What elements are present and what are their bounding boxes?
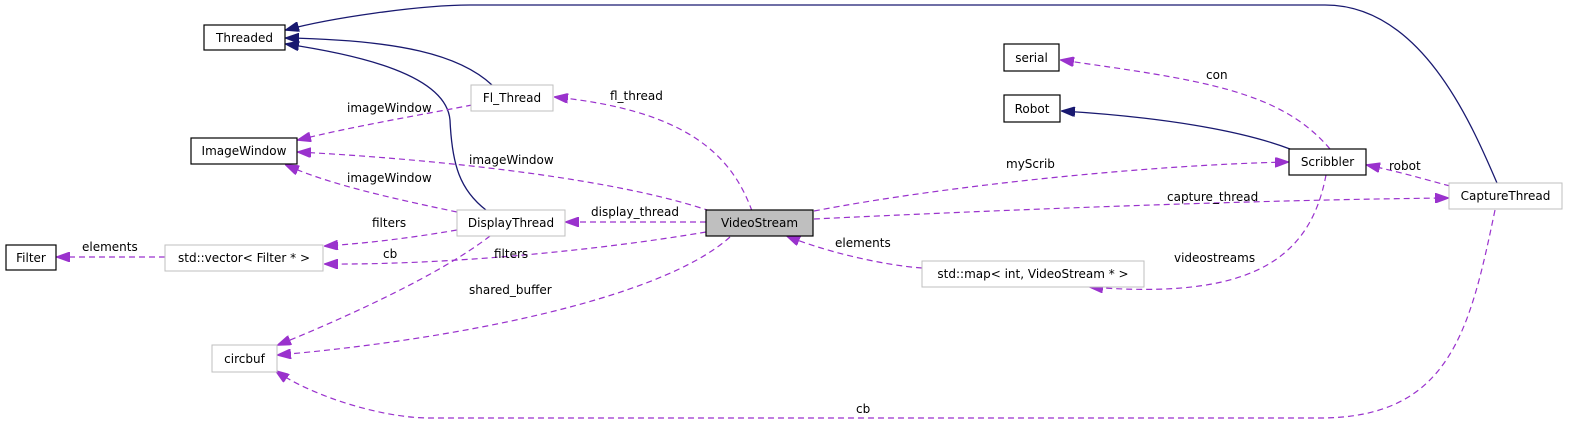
node-vector[interactable]: std::vector< Filter * > <box>164 244 324 272</box>
node-imagewindow[interactable]: ImageWindow <box>190 137 298 165</box>
edge-displaythread-imagewindow <box>286 165 458 213</box>
node-scribbler-label: Scribbler <box>1301 155 1354 169</box>
edge-videostream-capturethread <box>813 198 1448 220</box>
node-map[interactable]: std::map< int, VideoStream * > <box>921 260 1145 288</box>
edge-capturethread-scribbler <box>1367 165 1451 187</box>
node-videostream-label: VideoStream <box>721 216 798 230</box>
edge-label-display-thread: display_thread <box>591 205 679 219</box>
edge-label-elements-map: elements <box>835 236 891 250</box>
edge-label-elements-filter: elements <box>82 240 138 254</box>
edge-label-con: con <box>1206 68 1228 82</box>
edge-videostream-flthread <box>555 97 753 212</box>
node-displaythread[interactable]: DisplayThread <box>456 209 566 237</box>
edge-label-imagewindow-vs: imageWindow <box>469 153 554 167</box>
edge-label-cb-dt: cb <box>383 247 397 261</box>
edge-displaythread-threaded <box>286 44 487 211</box>
edge-label-videostreams: videostreams <box>1174 251 1255 265</box>
edge-label-robot: robot <box>1389 159 1421 173</box>
node-capturethread-label: CaptureThread <box>1461 189 1551 203</box>
node-circbuf[interactable]: circbuf <box>211 344 278 373</box>
node-vector-label: std::vector< Filter * > <box>178 251 310 265</box>
edge-label-imagewindow-fl: imageWindow <box>347 101 432 115</box>
node-filter[interactable]: Filter <box>5 244 57 271</box>
edge-scribbler-map <box>1090 174 1327 289</box>
edge-capturethread-threaded <box>286 4 1498 184</box>
node-capturethread[interactable]: CaptureThread <box>1448 182 1563 210</box>
edge-videostream-vector <box>325 231 707 264</box>
edge-label-myscrib: myScrib <box>1006 157 1055 171</box>
edge-label-filters-dt: filters <box>372 216 406 230</box>
edge-label-fl-thread: fl_thread <box>610 89 663 103</box>
edge-scribbler-robot <box>1062 111 1291 150</box>
edge-scribbler-serial <box>1061 60 1331 150</box>
node-serial[interactable]: serial <box>1003 43 1060 72</box>
edge-videostream-circbuf <box>278 236 731 355</box>
node-videostream[interactable]: VideoStream <box>705 209 814 237</box>
edge-displaythread-circbuf <box>278 235 491 345</box>
node-filter-label: Filter <box>16 251 46 265</box>
edge-displaythread-vector <box>325 229 458 246</box>
node-imagewindow-label: ImageWindow <box>202 144 287 158</box>
node-flthread-label: Fl_Thread <box>483 91 541 105</box>
edge-label-shared-buffer: shared_buffer <box>469 283 552 297</box>
node-robot-label: Robot <box>1015 102 1050 116</box>
edge-label-capture-thread: capture_thread <box>1167 190 1258 204</box>
edge-label-imagewindow-dt: imageWindow <box>347 171 432 185</box>
node-serial-label: serial <box>1015 51 1048 65</box>
node-threaded-label: Threaded <box>215 31 273 45</box>
node-flthread[interactable]: Fl_Thread <box>470 84 554 112</box>
edge-flthread-threaded <box>286 38 493 86</box>
edge-label-filters-vs: filters <box>494 247 528 261</box>
edge-videostream-imagewindow <box>298 152 711 212</box>
edge-map-videostream <box>787 236 923 269</box>
edge-label-cb-ct: cb <box>856 402 870 416</box>
node-displaythread-label: DisplayThread <box>468 216 554 230</box>
node-circbuf-label: circbuf <box>224 352 265 366</box>
node-robot[interactable]: Robot <box>1003 94 1061 123</box>
node-scribbler[interactable]: Scribbler <box>1288 148 1367 176</box>
node-threaded[interactable]: Threaded <box>203 24 286 51</box>
node-map-label: std::map< int, VideoStream * > <box>937 267 1128 281</box>
edge-capturethread-circbuf <box>276 209 1496 419</box>
